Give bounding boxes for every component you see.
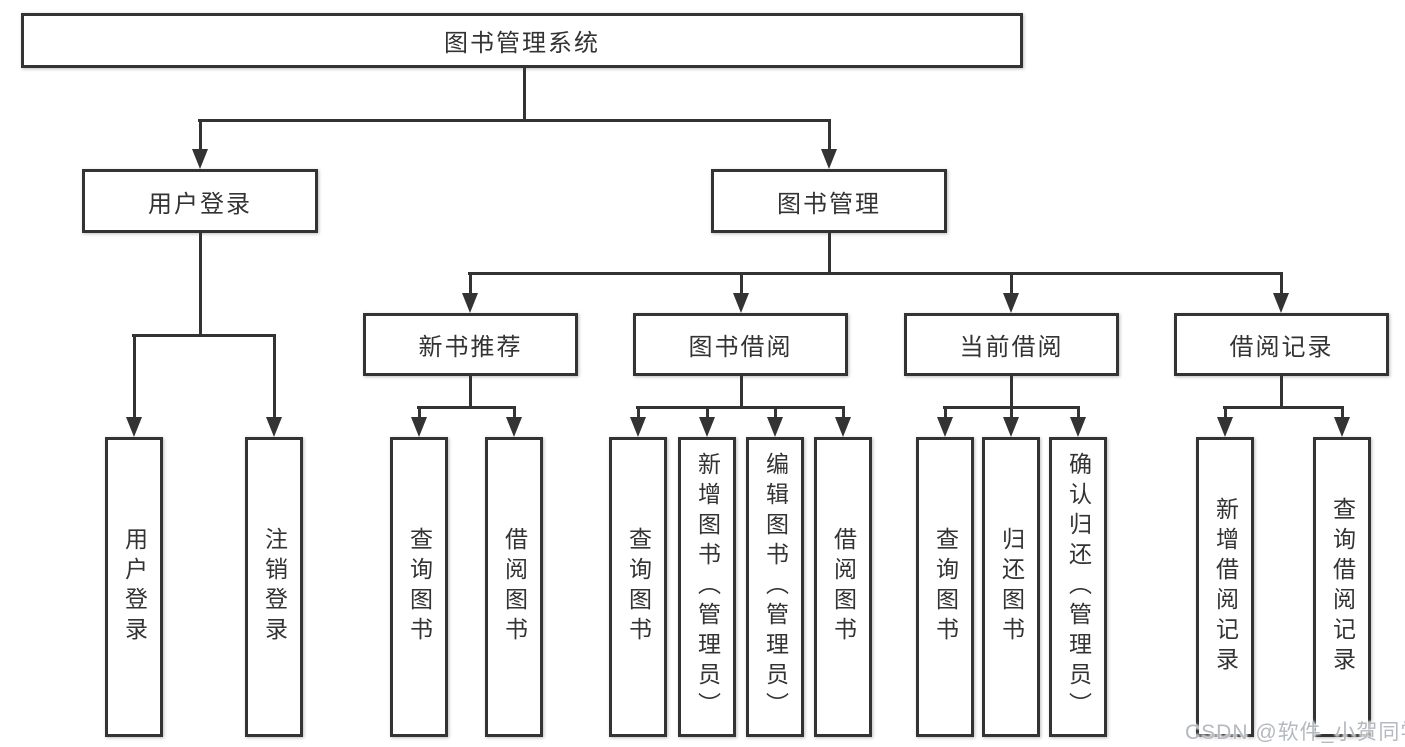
arrowhead-leaf <box>1217 417 1233 437</box>
leaf-query-borrow-record: 查询借阅记录 <box>1313 437 1371 737</box>
leaf-query-book: 查询图书 <box>916 437 974 737</box>
connector-drop-borrow-record <box>1280 272 1283 295</box>
leaf-label: 查询图书 <box>932 527 959 647</box>
leaf-borrow-book: 借阅图书 <box>814 437 872 737</box>
leaf-label: 新增借阅记录 <box>1212 497 1239 677</box>
arrowhead-leaf <box>767 417 783 437</box>
connector-leaf-drop <box>706 406 709 420</box>
connector-drop-book-borrow <box>740 272 743 295</box>
arrowhead-leaf <box>937 417 953 437</box>
arrowhead-current-borrow <box>1003 293 1019 313</box>
leaf-borrow-book: 借阅图书 <box>485 437 543 737</box>
arrowhead-leaf <box>506 417 522 437</box>
connector-current-borrow-stem <box>1010 376 1013 408</box>
arrowhead-leaf <box>630 417 646 437</box>
leaf-logout: 注销登录 <box>245 437 303 737</box>
connector-borrow-record-stem <box>1280 376 1283 408</box>
node-borrow-record-label: 借阅记录 <box>1229 334 1334 361</box>
node-borrow-record: 借阅记录 <box>1174 313 1389 376</box>
watermark: CSDN @软件_小贺同学 <box>1185 721 1405 744</box>
leaf-label: 查询图书 <box>406 527 433 647</box>
connector-book-management-branch <box>468 272 1282 275</box>
connector-leaf-drop <box>1010 406 1013 420</box>
connector-leaf-drop <box>944 406 947 420</box>
leaf-return-book: 归还图书 <box>982 437 1040 737</box>
leaf-edit-book-admin: 编辑图书（管理员） <box>746 437 804 737</box>
leaf-label: 查询借阅记录 <box>1329 497 1356 677</box>
node-new-book-recommend: 新书推荐 <box>363 313 578 376</box>
node-root: 图书管理系统 <box>21 13 1023 68</box>
arrowhead-new-book <box>462 293 478 313</box>
connector-leaf-drop <box>418 406 421 420</box>
leaf-query-book: 查询图书 <box>390 437 448 737</box>
connector-leaf-drop <box>1224 406 1227 420</box>
connector-user-login-stem <box>199 233 202 337</box>
leaf-user-login: 用户登录 <box>105 437 163 737</box>
connector-new-book-stem <box>469 376 472 408</box>
node-book-management-label: 图书管理 <box>777 190 881 218</box>
arrowhead-leaf <box>699 417 715 437</box>
connector-leaf-drop <box>513 406 516 420</box>
arrowhead-leaf <box>126 417 142 437</box>
connector-root-branch <box>198 119 831 122</box>
connector-root-stem <box>523 68 526 121</box>
leaf-label: 用户登录 <box>121 527 148 647</box>
connector-leaf-drop <box>774 406 777 420</box>
connector-user-login-branch <box>132 334 276 337</box>
arrowhead-borrow-record <box>1273 293 1289 313</box>
arrowhead-leaf <box>1070 417 1086 437</box>
node-current-borrow-label: 当前借阅 <box>959 334 1064 361</box>
connector-book-borrow-branch <box>636 406 845 409</box>
arrowhead-leaf <box>266 417 282 437</box>
leaf-label: 归还图书 <box>998 527 1025 647</box>
leaf-label: 新增图书（管理员） <box>694 452 721 722</box>
arrowhead-user-login <box>192 149 208 169</box>
connector-leaf-drop <box>273 334 276 419</box>
leaf-label: 确认归还（管理员） <box>1065 452 1092 722</box>
leaf-label: 查询图书 <box>625 527 652 647</box>
connector-book-management-stem <box>828 233 831 275</box>
leaf-label: 借阅图书 <box>830 527 857 647</box>
arrowhead-leaf <box>1003 417 1019 437</box>
connector-leaf-drop <box>637 406 640 420</box>
leaf-add-book-admin: 新增图书（管理员） <box>678 437 736 737</box>
arrowhead-leaf <box>1334 417 1350 437</box>
node-book-management: 图书管理 <box>711 169 947 233</box>
connector-leaf-drop <box>1077 406 1080 420</box>
arrowhead-book-management <box>821 149 837 169</box>
connector-drop-new-book <box>469 272 472 295</box>
arrowhead-book-borrow <box>733 293 749 313</box>
node-user-login: 用户登录 <box>82 169 318 233</box>
node-current-borrow: 当前借阅 <box>904 313 1119 376</box>
node-user-login-label: 用户登录 <box>148 190 252 218</box>
connector-drop-book-management <box>828 119 831 152</box>
connector-new-book-branch <box>417 406 516 409</box>
connector-book-borrow-stem <box>740 376 743 408</box>
leaf-query-book: 查询图书 <box>609 437 667 737</box>
node-root-label: 图书管理系统 <box>444 30 600 57</box>
connector-borrow-record-branch <box>1223 406 1344 409</box>
arrowhead-leaf <box>835 417 851 437</box>
leaf-label: 借阅图书 <box>501 527 528 647</box>
node-book-borrow: 图书借阅 <box>633 313 848 376</box>
node-new-book-recommend-label: 新书推荐 <box>418 334 523 361</box>
arrowhead-leaf <box>411 417 427 437</box>
leaf-confirm-return-admin: 确认归还（管理员） <box>1049 437 1107 737</box>
leaf-label: 注销登录 <box>261 527 288 647</box>
connector-drop-user-login <box>199 119 202 152</box>
leaf-label: 编辑图书（管理员） <box>762 452 789 722</box>
leaf-add-borrow-record: 新增借阅记录 <box>1196 437 1254 737</box>
node-book-borrow-label: 图书借阅 <box>688 334 793 361</box>
connector-leaf-drop <box>1341 406 1344 420</box>
connector-leaf-drop <box>133 334 136 419</box>
connector-drop-current-borrow <box>1010 272 1013 295</box>
connector-leaf-drop <box>842 406 845 420</box>
